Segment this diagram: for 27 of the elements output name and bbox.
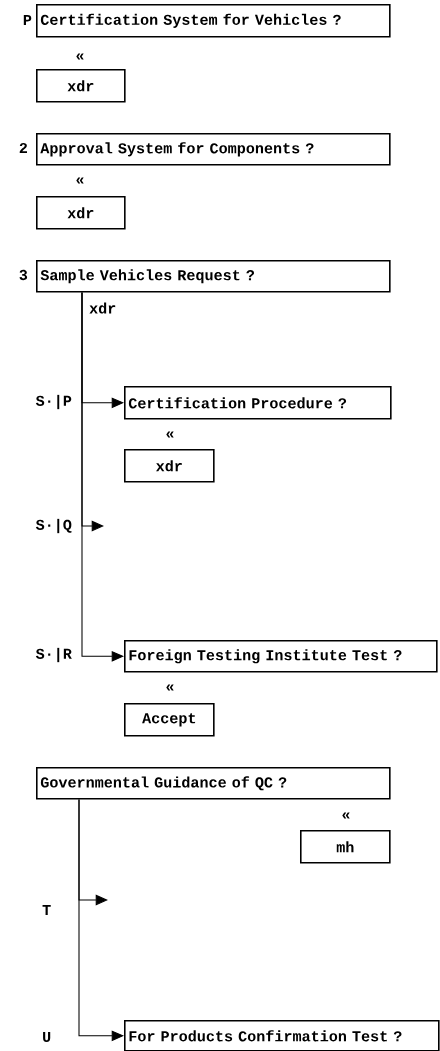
label-text: S·|R [35,647,72,663]
label-text: « [166,431,174,438]
label-text: « [166,684,174,691]
step-number: 3 [19,269,28,281]
label-text: « [76,177,84,184]
process-box: Sample Vehicles Request ? [36,260,391,293]
process-box: Certification System for Vehicles ? [36,4,391,38]
step-number: P [23,15,32,25]
label-text: S·|Q [35,518,72,534]
process-box: Governmental Guidance of QC ? [36,767,391,800]
process-box: Foreign Testing Institute Test ? [124,640,438,673]
arrow [81,292,124,662]
label-text: S·|P [35,394,72,410]
label-text: T [42,905,51,915]
label-text: « [76,53,84,60]
process-box: xdr [124,449,215,483]
label-text: « [342,812,350,819]
label-text: U [43,1031,51,1043]
step-number: 2 [19,142,27,154]
process-box: Accept [124,703,215,737]
process-box: mh [300,830,391,864]
process-box: Approval System for Components ? [36,133,391,166]
process-box: xdr [36,69,126,103]
process-box: For Products Confirmation Test ? [124,1020,440,1051]
process-box: Certification Procedure ? [124,386,392,420]
label-text: xdr [89,302,116,314]
process-box: xdr [36,196,126,230]
